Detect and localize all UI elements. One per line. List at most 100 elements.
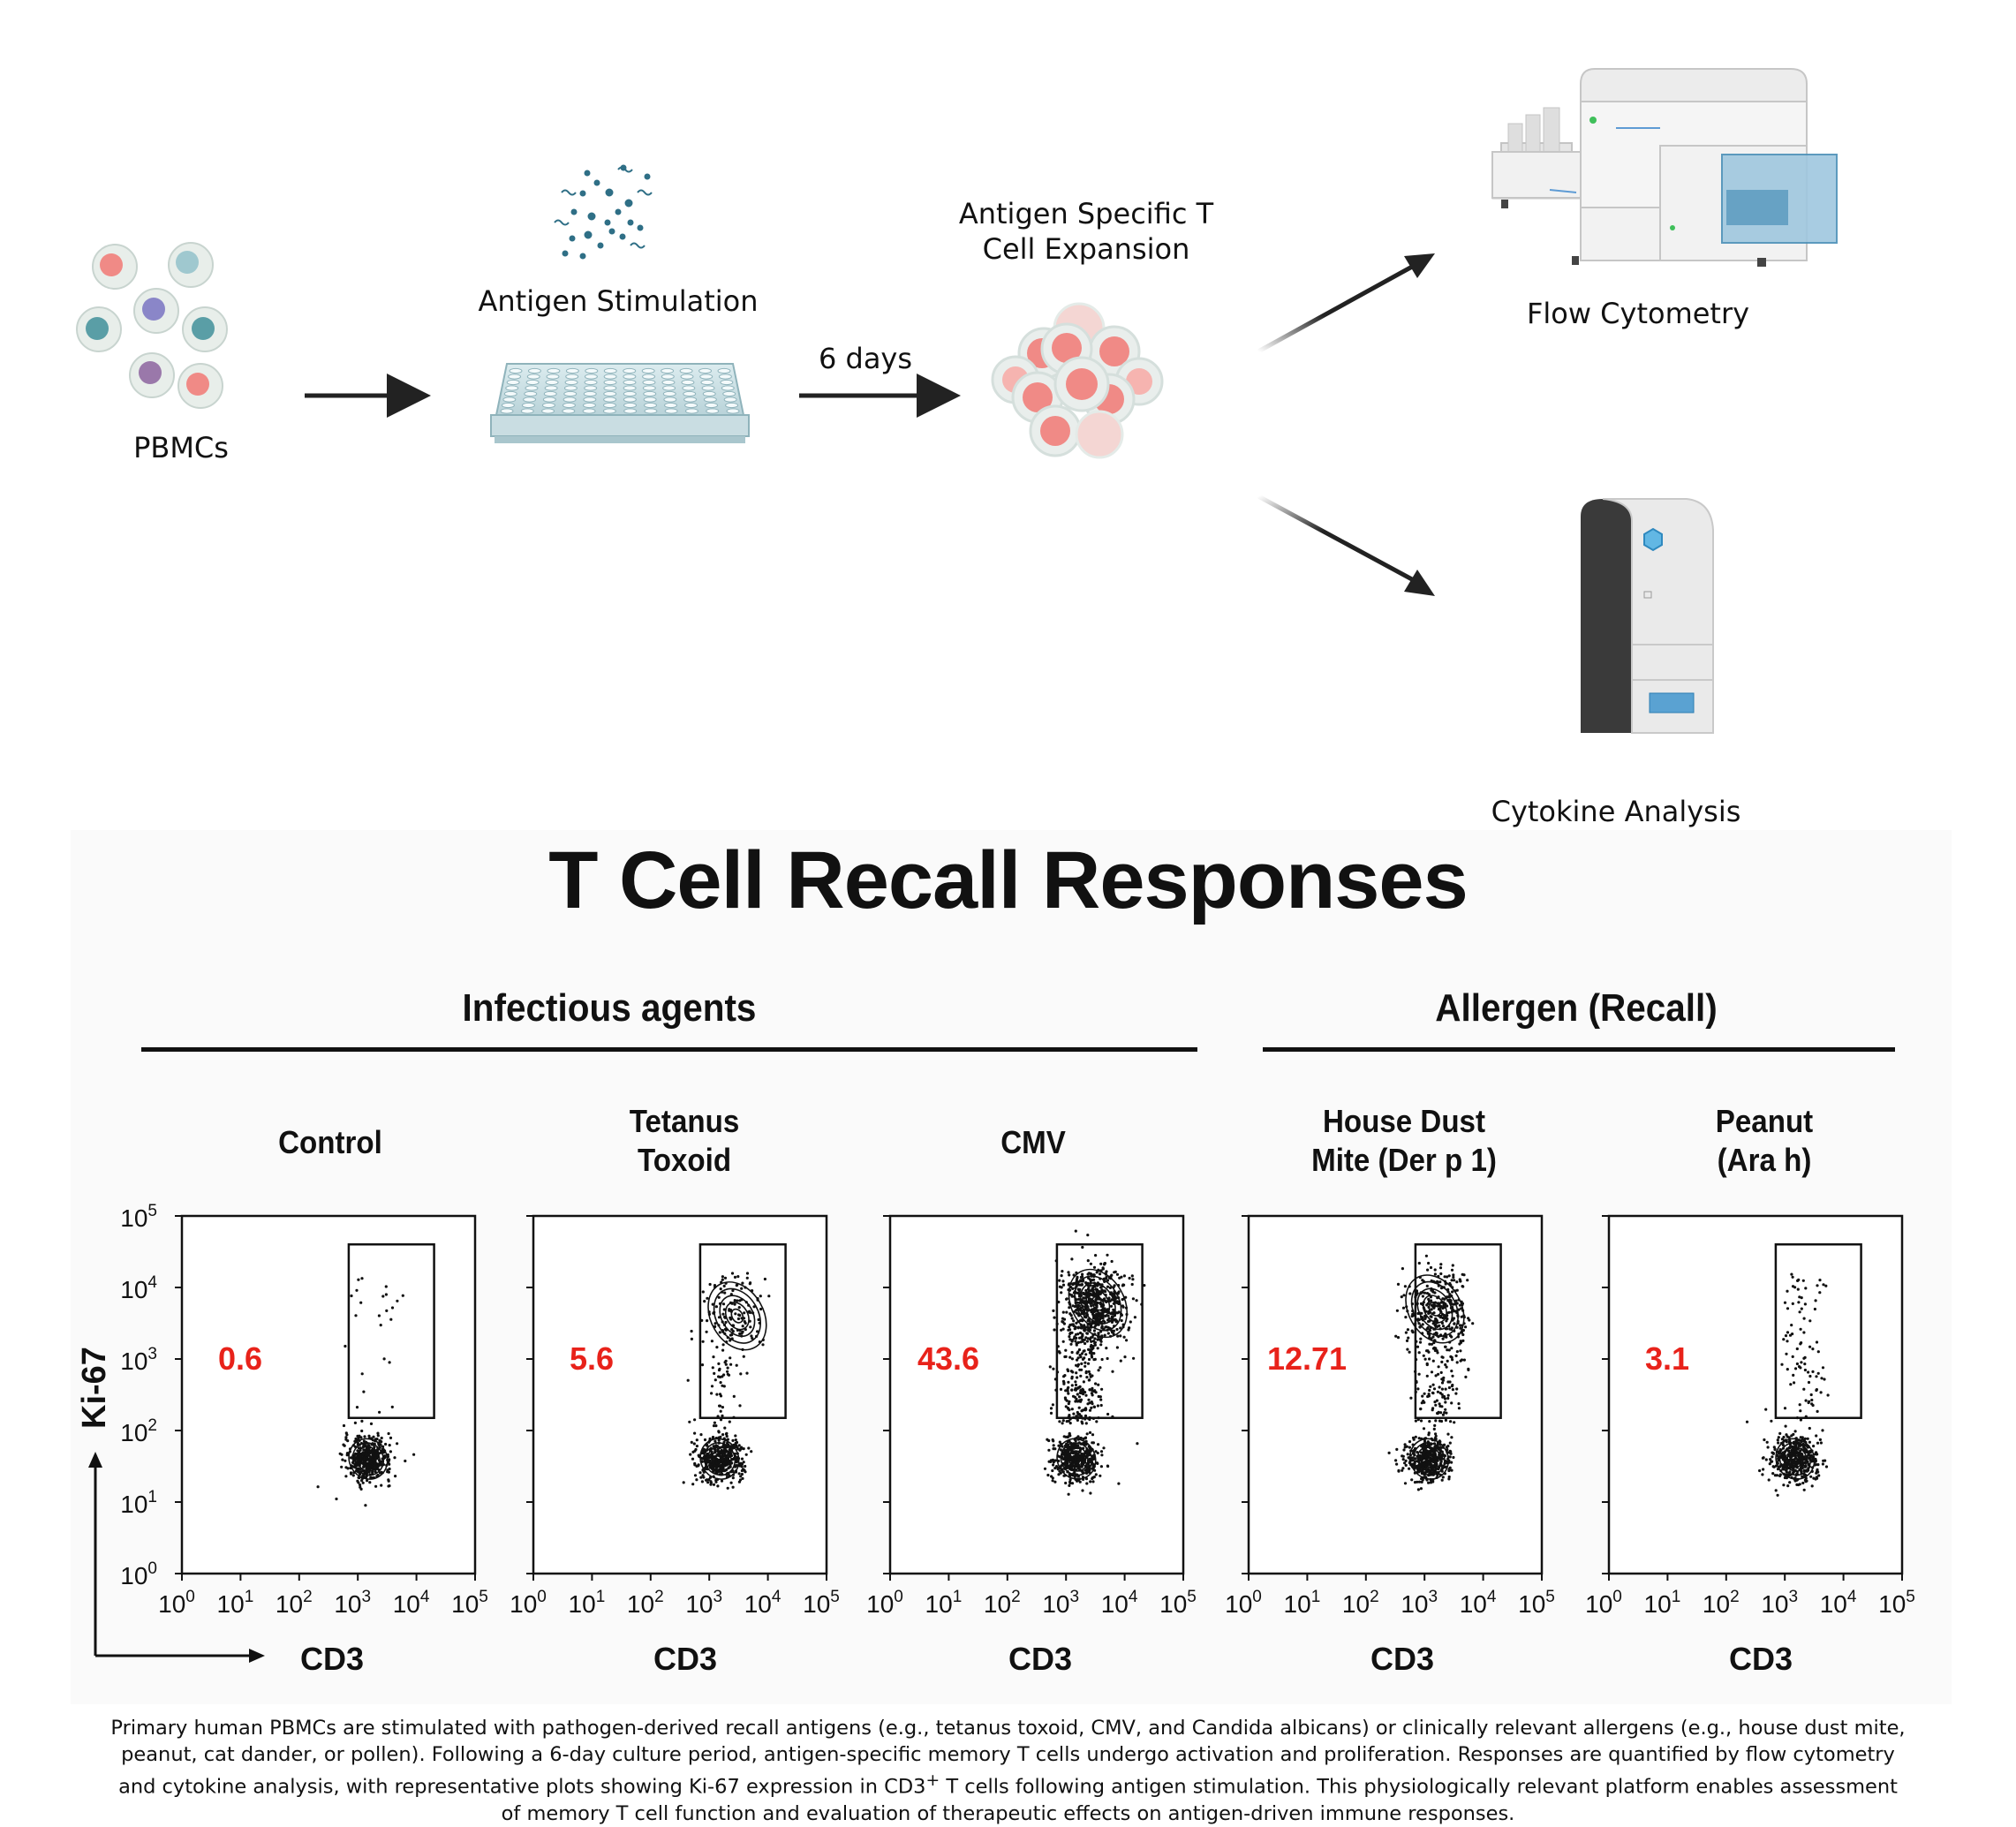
x-axis-label-1: CD3 [299, 1641, 365, 1677]
event-point [1070, 1257, 1074, 1261]
event-point [1425, 1374, 1429, 1378]
event-point [1061, 1270, 1064, 1273]
event-point [1085, 1482, 1089, 1485]
caption-superscript: + [925, 1771, 940, 1790]
event-point [359, 1487, 363, 1491]
event-point [1084, 1414, 1088, 1417]
event-point [1070, 1331, 1074, 1334]
contour-rings [1068, 1268, 1128, 1339]
event-point [353, 1459, 357, 1462]
event-point [1781, 1443, 1785, 1447]
event-point [736, 1317, 741, 1321]
event-point [1089, 1262, 1092, 1265]
event-point [1453, 1421, 1456, 1424]
event-point [1072, 1412, 1076, 1416]
event-point [1811, 1348, 1815, 1351]
event-point [359, 1436, 363, 1439]
event-point [717, 1438, 721, 1442]
event-point [1450, 1385, 1453, 1388]
event-point [1067, 1392, 1070, 1395]
event-point [1110, 1259, 1114, 1264]
event-point [723, 1291, 727, 1295]
event-point [1106, 1253, 1109, 1257]
y-tick-label: 105 [120, 1202, 157, 1232]
event-point [1071, 1283, 1075, 1287]
event-point [741, 1325, 744, 1328]
event-point [1076, 1304, 1080, 1308]
plot-title-line1: Control [278, 1124, 382, 1160]
event-point [1441, 1413, 1445, 1416]
event-point [721, 1278, 724, 1281]
event-point [1091, 1294, 1094, 1297]
event-point [1446, 1348, 1449, 1352]
event-point [1808, 1440, 1811, 1444]
event-point [346, 1467, 350, 1470]
event-point [1810, 1484, 1814, 1488]
event-point [1106, 1332, 1110, 1335]
event-point [1122, 1274, 1126, 1278]
event-point [1110, 1273, 1114, 1277]
event-point [1817, 1474, 1821, 1477]
event-point [361, 1481, 365, 1484]
event-point [1450, 1268, 1454, 1272]
event-point [372, 1458, 375, 1461]
event-point [1063, 1374, 1067, 1378]
event-point [1428, 1357, 1431, 1361]
event-point [1804, 1480, 1808, 1483]
event-point [759, 1307, 763, 1311]
event-point [1400, 1295, 1403, 1299]
event-point [719, 1381, 722, 1385]
event-point [1761, 1456, 1764, 1460]
event-point [1070, 1317, 1074, 1320]
event-point [1064, 1355, 1068, 1358]
event-point [1081, 1489, 1084, 1492]
event-point [1428, 1333, 1431, 1337]
event-point [1092, 1329, 1096, 1333]
event-point [1096, 1404, 1099, 1408]
flow-cytometer-icon [1491, 68, 1838, 267]
event-point [728, 1420, 731, 1423]
event-point [1116, 1334, 1120, 1338]
event-point [1092, 1476, 1096, 1479]
event-point [1452, 1317, 1455, 1320]
event-point [1799, 1342, 1802, 1346]
event-point [1439, 1370, 1443, 1374]
event-point [1432, 1387, 1437, 1391]
event-point [388, 1361, 391, 1364]
event-point [1816, 1463, 1820, 1467]
event-point [1431, 1391, 1435, 1394]
event-point [1785, 1433, 1788, 1437]
x-axis-label-2: CD3 [653, 1641, 718, 1677]
event-point [1417, 1437, 1421, 1440]
event-point [1099, 1366, 1102, 1370]
event-point [376, 1434, 380, 1438]
event-point [1403, 1285, 1407, 1288]
event-point [726, 1370, 729, 1373]
event-point [350, 1456, 353, 1460]
event-point [1451, 1388, 1454, 1392]
event-point [1047, 1448, 1051, 1452]
event-point [1115, 1272, 1120, 1276]
event-point [1129, 1320, 1132, 1324]
event-point [1092, 1278, 1096, 1281]
event-point [735, 1440, 739, 1445]
event-point [1429, 1481, 1432, 1484]
event-point [732, 1394, 736, 1398]
event-point [1446, 1393, 1450, 1397]
event-point [1099, 1474, 1102, 1477]
event-point [1418, 1340, 1423, 1344]
event-point [1407, 1336, 1410, 1340]
plot-title-line1: House Dust [1322, 1103, 1486, 1139]
event-point [1073, 1395, 1076, 1399]
event-point [316, 1485, 320, 1489]
event-point [1771, 1472, 1775, 1476]
event-point [1401, 1454, 1405, 1458]
event-point [706, 1296, 709, 1300]
event-point [1087, 1299, 1091, 1302]
event-point [1405, 1339, 1409, 1342]
event-point [1064, 1481, 1068, 1485]
event-point [1096, 1451, 1099, 1455]
event-point [691, 1483, 695, 1486]
event-point [1821, 1462, 1824, 1466]
event-point [1112, 1308, 1115, 1311]
